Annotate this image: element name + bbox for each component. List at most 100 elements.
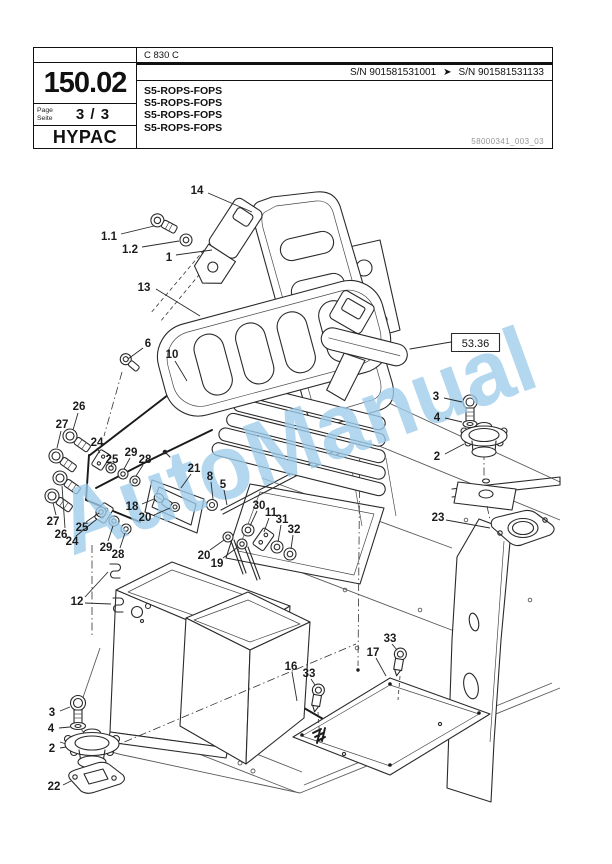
- callout-leader-line: [141, 498, 155, 505]
- callout-leader-line: [209, 539, 225, 551]
- part-number-10: 10: [166, 349, 179, 361]
- callout-leader-line: [52, 502, 57, 516]
- part-number-3: 3: [49, 707, 55, 719]
- armrest: [320, 327, 408, 402]
- part-number-3: 3: [433, 391, 439, 403]
- callout-leader-line: [207, 192, 253, 213]
- callout-leader-line: [153, 507, 171, 516]
- part-number-29: 29: [125, 447, 138, 459]
- floor-plate-17: [292, 677, 491, 776]
- product-line: S5-ROPS-FOPS: [144, 109, 223, 122]
- callout-leader-line: [56, 430, 62, 449]
- part-number-31: 31: [276, 514, 289, 526]
- part-number-1-1: 1.1: [101, 231, 118, 243]
- part-number-1-2: 1.2: [122, 244, 138, 256]
- bolt-33-left: [311, 683, 325, 713]
- callout-leader-line: [222, 546, 239, 559]
- part-number-23: 23: [432, 512, 445, 524]
- seatbelt-retractor: [329, 290, 375, 334]
- part-number-33: 33: [303, 668, 316, 680]
- callout-leader-line: [110, 463, 113, 468]
- callout-leader-line: [277, 524, 282, 543]
- callout-leader-line: [263, 517, 270, 533]
- part-number-25: 25: [76, 522, 89, 534]
- part-number-18: 18: [126, 501, 139, 513]
- part-number-24: 24: [91, 437, 104, 449]
- section-code: 150.02: [34, 63, 136, 104]
- callout-leader-line: [445, 519, 491, 529]
- callout-leader-line: [59, 706, 71, 712]
- page-label-de: Seite: [37, 114, 53, 122]
- callout-leader-line: [61, 485, 66, 529]
- callout-leader-line: [75, 518, 98, 537]
- tray-fasteners: [222, 523, 297, 581]
- part-number-20: 20: [139, 512, 152, 524]
- part-number-11: 11: [265, 507, 278, 519]
- callout-leader-line: [84, 571, 109, 598]
- callout-leader-line: [85, 512, 100, 523]
- plate-23: [490, 509, 555, 547]
- product-title-block: S5-ROPS-FOPS S5-ROPS-FOPS S5-ROPS-FOPS S…: [137, 81, 552, 148]
- part-number-1: 1: [166, 252, 173, 264]
- part-number-29: 29: [100, 542, 113, 554]
- left-bolt-cluster: [44, 428, 141, 535]
- part-number-19: 19: [211, 558, 224, 570]
- part-number-32: 32: [288, 524, 301, 536]
- page-labels: Page Seite: [37, 107, 53, 122]
- callout-leader-line: [62, 780, 72, 786]
- callout-leader-line: [249, 510, 258, 527]
- page-label-en: Page: [37, 107, 53, 115]
- page-indicator: Page Seite 3 / 3: [34, 104, 136, 126]
- callout-leader-line: [120, 225, 155, 235]
- part-number-2: 2: [49, 743, 55, 755]
- callout-leader-line: [59, 746, 67, 749]
- part-number-22: 22: [48, 781, 61, 793]
- screw-18-washer-20: [153, 492, 181, 513]
- part-number-21: 21: [188, 463, 201, 475]
- clips-12: [109, 563, 125, 613]
- part-number-17: 17: [367, 647, 380, 659]
- callout-leader-line: [444, 443, 465, 455]
- callout-leader-line: [141, 240, 180, 248]
- callout-leader-line: [443, 397, 463, 403]
- washer-1-2: [179, 233, 193, 247]
- header-left-column: 150.02 Page Seite 3 / 3 HYPAC: [34, 48, 137, 148]
- callout-leader-line: [72, 412, 79, 431]
- callout-leader-line: [391, 643, 398, 651]
- serial-to: S/N 901581531133: [458, 67, 544, 78]
- part-number-2: 2: [434, 451, 440, 463]
- part-number-4: 4: [434, 412, 441, 424]
- frame-column: [446, 518, 512, 803]
- part-number-27: 27: [47, 516, 60, 528]
- callout-leader-line: [135, 464, 144, 477]
- bolt-6: [119, 353, 140, 372]
- part-number-8: 8: [207, 471, 214, 483]
- part-number-24: 24: [66, 536, 79, 548]
- serial-from: S/N 901581531001: [349, 67, 437, 78]
- page-header-table: 150.02 Page Seite 3 / 3 HYPAC C 830 C S/…: [33, 47, 553, 149]
- ref-box-value: 53.36: [462, 338, 490, 350]
- part-number-20: 20: [198, 550, 211, 562]
- product-line: S5-ROPS-FOPS: [144, 97, 223, 110]
- part-number-14: 14: [191, 185, 204, 197]
- callout-leader-line: [210, 481, 214, 500]
- callout-layer: 141.11.211361026272425292821851820272624…: [47, 185, 491, 793]
- callout-leader-line: [310, 678, 316, 686]
- bolt-33-right: [393, 647, 407, 677]
- seatbelt-buckle: [193, 197, 263, 284]
- mount-support-bracket: [451, 476, 561, 511]
- callout-leader-line: [290, 534, 294, 550]
- part-number-30: 30: [253, 500, 266, 512]
- callout-leader-line: [123, 457, 131, 470]
- left-mount-assembly: [63, 694, 125, 794]
- serial-range: S/N 901581531001 ➤ S/N 901581531133: [137, 63, 552, 81]
- callout-leader-line: [127, 347, 144, 360]
- callout-leader-line: [223, 489, 228, 506]
- part-number-6: 6: [145, 338, 151, 350]
- part-number-12: 12: [71, 596, 84, 608]
- product-line: S5-ROPS-FOPS: [144, 85, 223, 97]
- bolt-1-1: [150, 213, 178, 234]
- part-number-33: 33: [384, 633, 397, 645]
- part-number-27: 27: [56, 419, 69, 431]
